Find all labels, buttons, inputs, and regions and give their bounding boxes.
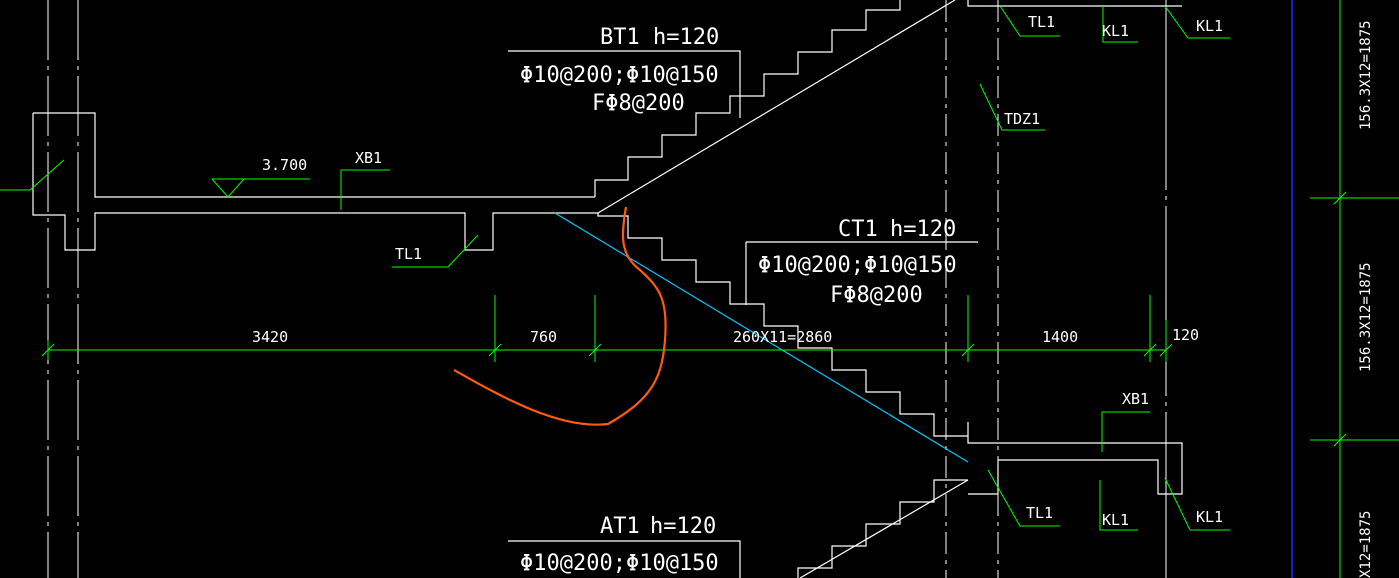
dim-vertical-1: 156.3X12=1875 (1358, 20, 1374, 130)
bt1-callout-box (508, 50, 741, 118)
right-landing-top (967, 0, 1182, 7)
kl1-top-a-label: KL1 (1102, 22, 1129, 40)
landing-top-edge (33, 112, 595, 198)
kl1-bottom-b-label: KL1 (1196, 508, 1223, 526)
elevation-label: 3.700 (262, 156, 307, 174)
dimension-line (41, 191, 1399, 447)
bt1-soffit (597, 0, 956, 214)
ct1-name: CT1 (838, 217, 878, 242)
markup-stroke (453, 206, 667, 426)
dim-stair-run: 260X11=2860 (733, 328, 832, 346)
ct1-rebar-main: Φ10@200;Φ10@150 (758, 253, 957, 278)
section-line (554, 212, 969, 463)
dim-1400: 1400 (1042, 328, 1078, 346)
xb1-left-label: XB1 (355, 149, 382, 167)
bt1-thickness: h=120 (653, 25, 719, 50)
at1-rebar-main: Φ10@200;Φ10@150 (520, 551, 719, 576)
bt1-steps (594, 0, 901, 197)
kl1-top-b-label: KL1 (1196, 17, 1223, 35)
at1-steps (797, 479, 968, 578)
right-landing (967, 422, 1183, 495)
dim-vertical-3: X12=1875 (1358, 511, 1374, 578)
tdz1-label: TDZ1 (1004, 110, 1040, 128)
grid-lines (47, 0, 1341, 578)
tl1-top-label: TL1 (1028, 13, 1055, 31)
ct1-thickness: h=120 (890, 217, 956, 242)
at1-name: AT1 (600, 514, 640, 539)
dim-3420: 3420 (252, 328, 288, 346)
leaders (0, 5, 1230, 531)
dim-120: 120 (1172, 326, 1199, 344)
at1-thickness: h=120 (650, 514, 716, 539)
at1-callout-box (508, 540, 741, 578)
bt1-name: BT1 (600, 25, 640, 50)
bt1-rebar-dist: FΦ8@200 (592, 91, 685, 116)
at1-soffit (799, 479, 969, 578)
landing-bottom-edge (32, 113, 555, 251)
ct1-rebar-dist: FΦ8@200 (830, 283, 923, 308)
xb1-right-label: XB1 (1122, 390, 1149, 408)
dim-760: 760 (530, 328, 557, 346)
tl1-left-label: TL1 (395, 245, 422, 263)
dim-vertical-2: 156.3X12=1875 (1358, 262, 1374, 372)
bt1-rebar-main: Φ10@200;Φ10@150 (520, 63, 719, 88)
kl1-bottom-a-label: KL1 (1102, 511, 1129, 529)
structure (32, 0, 1183, 578)
tl1-bottom-label: TL1 (1026, 504, 1053, 522)
ct1-steps (597, 213, 968, 437)
